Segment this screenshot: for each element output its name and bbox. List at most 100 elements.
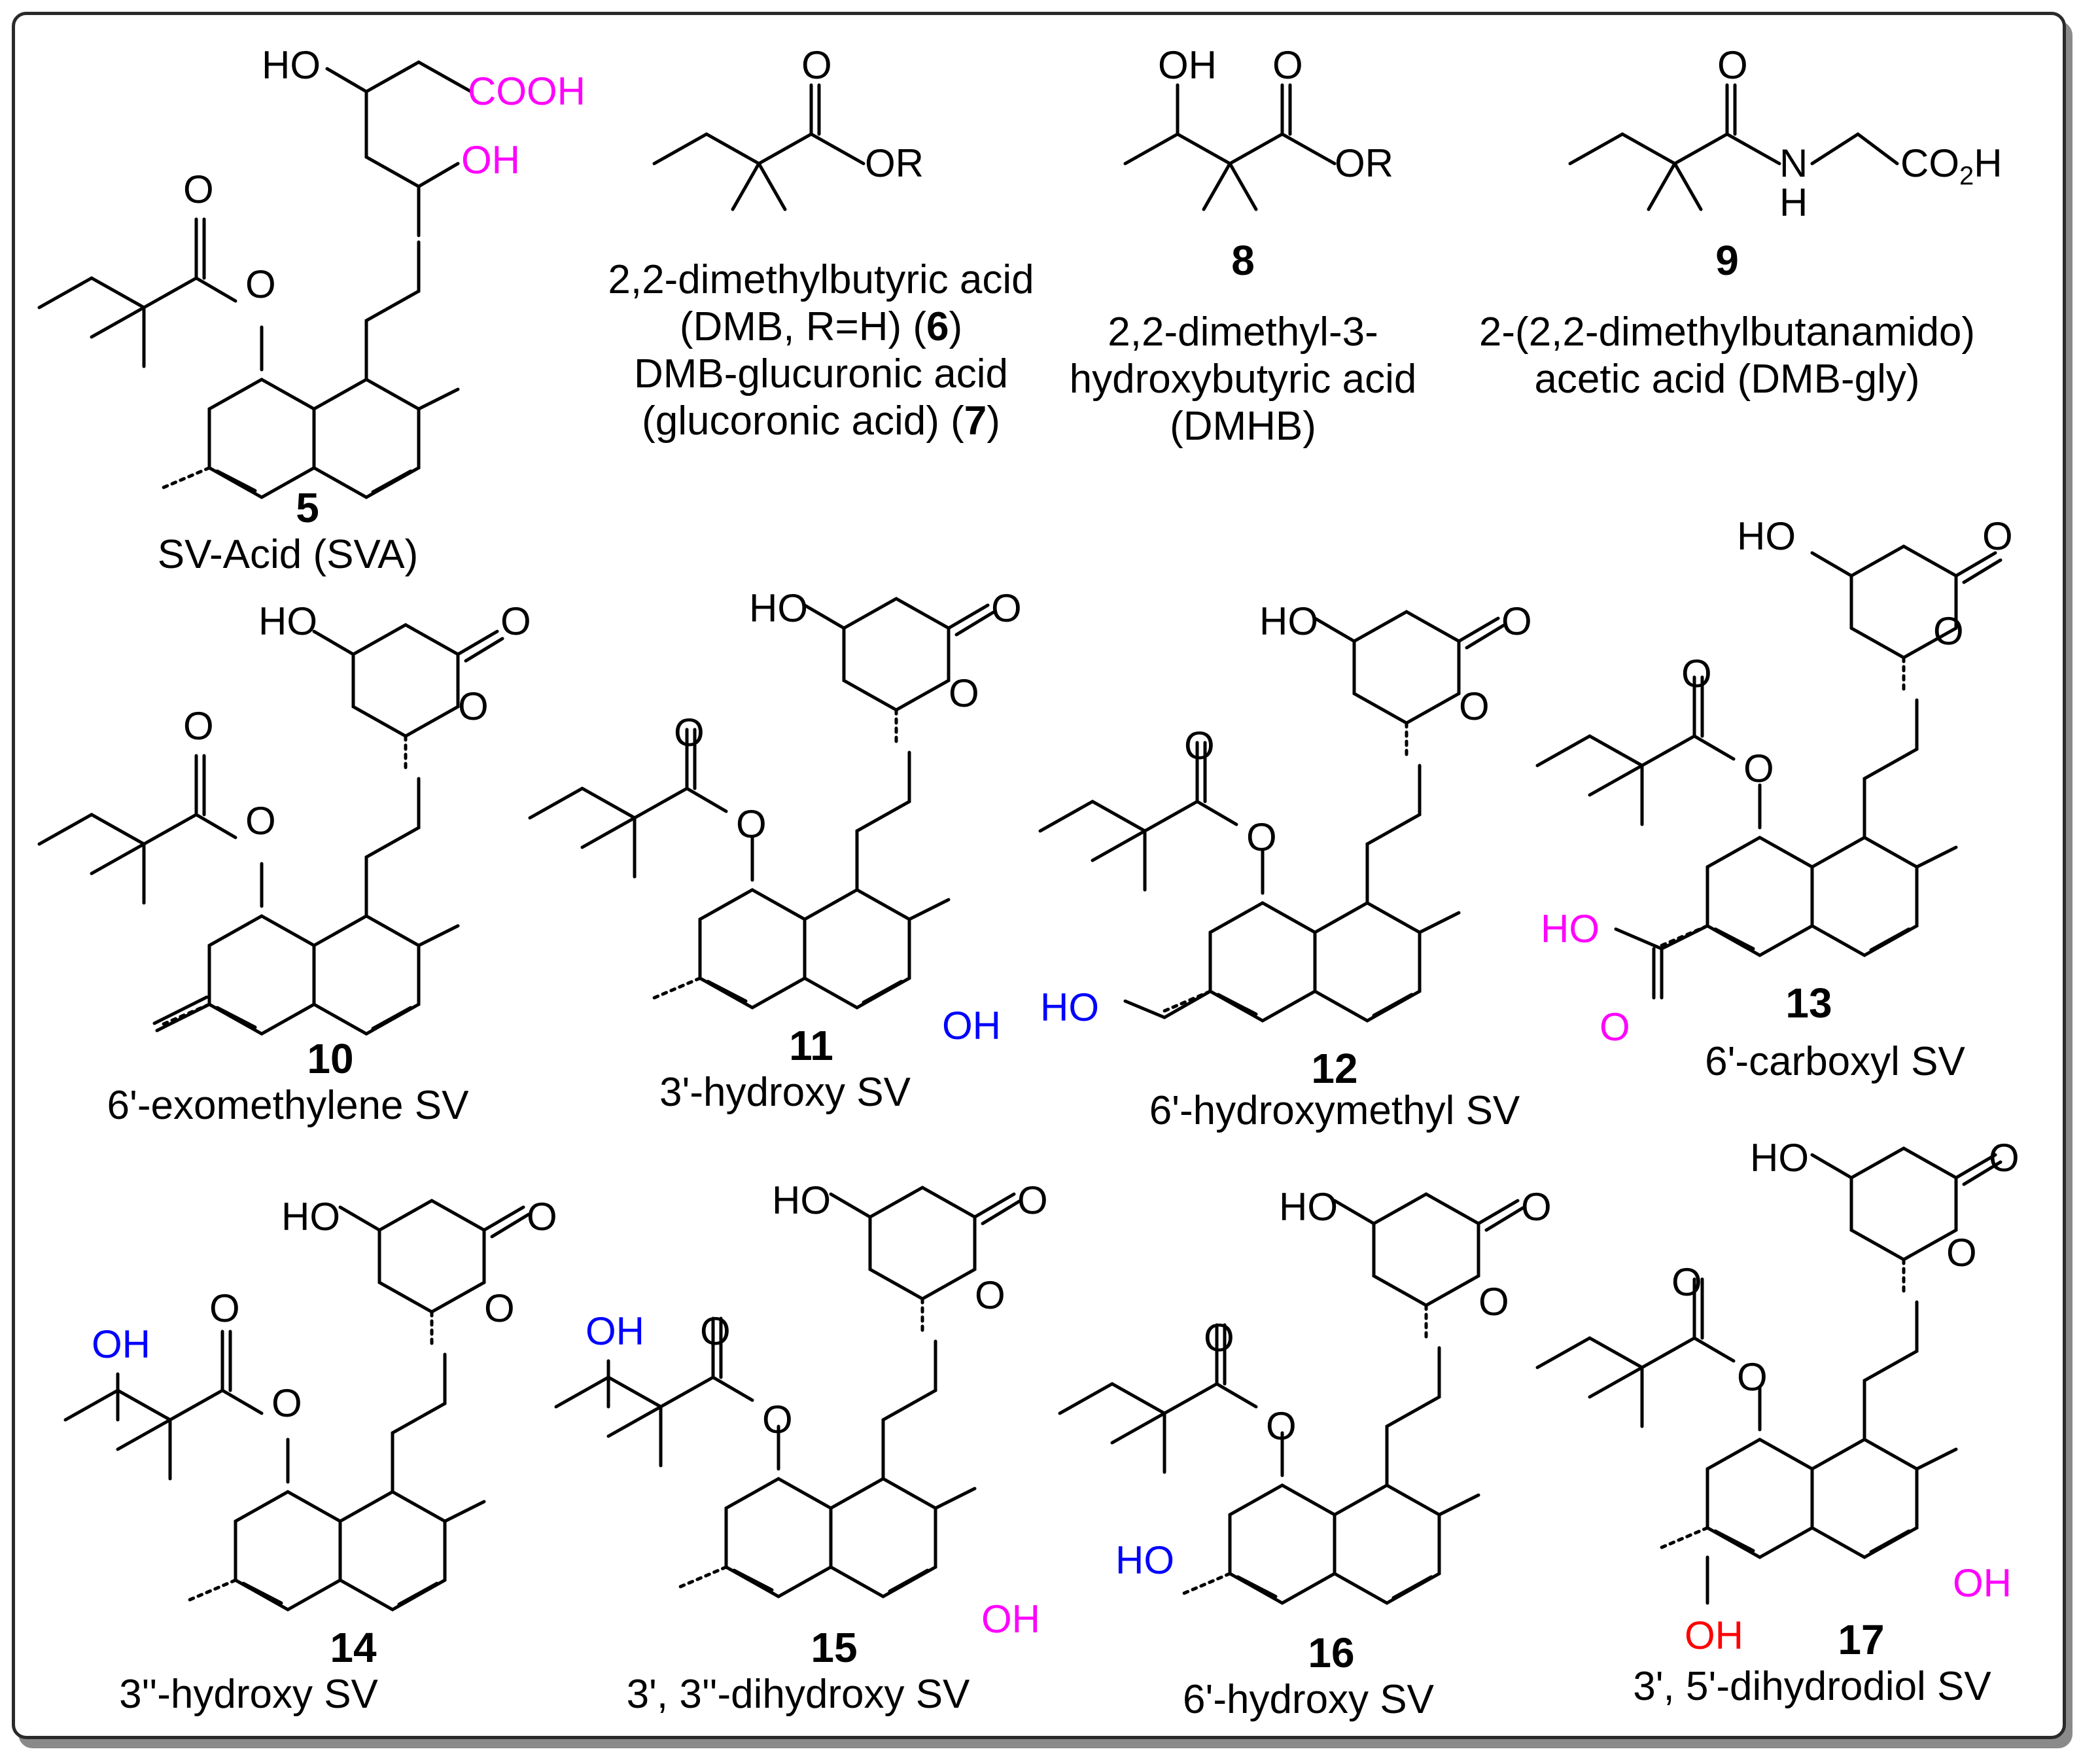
compound-15-structure bbox=[556, 1188, 1019, 1596]
atom-o: O bbox=[1204, 1316, 1234, 1360]
atom-or: OR bbox=[1335, 141, 1393, 185]
compound-17-structure bbox=[1537, 1148, 2001, 1605]
atom-ho: HO bbox=[1737, 514, 1796, 558]
atom-ho: HO bbox=[1115, 1538, 1174, 1582]
compound-9-structure bbox=[1568, 83, 1899, 211]
compound-caption: 6'-carboxyl SV bbox=[1705, 1039, 1965, 1084]
atom-o: O bbox=[183, 704, 214, 748]
atom-ho: HO bbox=[749, 586, 808, 630]
compound-number: 17 bbox=[1838, 1616, 1884, 1663]
compound-5-structure bbox=[39, 60, 473, 497]
atom-h: H bbox=[1974, 141, 2002, 185]
atom-o: O bbox=[1717, 43, 1748, 87]
atom-ho: HO bbox=[1750, 1136, 1809, 1180]
atom-o: O bbox=[484, 1286, 515, 1330]
atom-o: O bbox=[1501, 599, 1532, 643]
caption-part: ) bbox=[949, 304, 962, 349]
compound-caption: 3', 5'-dihydrodiol SV bbox=[1633, 1664, 1991, 1709]
caption-part: (DMB, R=H) ( bbox=[680, 304, 927, 349]
atom-ho: HO bbox=[1279, 1185, 1338, 1229]
compound-caption: 2,2-dimethyl-3- bbox=[1108, 309, 1378, 355]
atom-o: O bbox=[209, 1286, 240, 1330]
compound-caption: 6'-exomethylene SV bbox=[107, 1083, 470, 1128]
compound-caption: 3''-hydroxy SV bbox=[119, 1672, 378, 1717]
atom-o: O bbox=[1743, 747, 1774, 790]
atom-o: O bbox=[183, 168, 214, 211]
atom-o: O bbox=[1946, 1231, 1977, 1275]
compound-number: 16 bbox=[1308, 1629, 1354, 1676]
atom-co: CO bbox=[1900, 141, 1959, 185]
atom-o: O bbox=[801, 43, 832, 87]
atom-o: O bbox=[1478, 1280, 1509, 1324]
atom-or: OR bbox=[865, 141, 924, 185]
figure-panel bbox=[12, 12, 2066, 1739]
compound-number: 6 bbox=[926, 304, 949, 349]
atom-ho: HO bbox=[1259, 599, 1318, 643]
compound-number: 8 bbox=[1231, 237, 1255, 284]
atom-o: O bbox=[527, 1195, 557, 1239]
atom-o: O bbox=[674, 711, 705, 754]
compound-12-structure bbox=[1040, 612, 1503, 1021]
compound-caption: hydroxybutyric acid bbox=[1070, 357, 1417, 402]
compound-6-structure bbox=[652, 83, 866, 211]
atom-o: O bbox=[1017, 1178, 1048, 1222]
atom-ho: HO bbox=[1040, 985, 1099, 1029]
compound-number: 7 bbox=[964, 398, 987, 444]
atom-ho: HO bbox=[258, 599, 317, 643]
atom-ho: HO bbox=[281, 1195, 340, 1239]
atom-o: O bbox=[1600, 1005, 1630, 1049]
atom-o: O bbox=[1184, 724, 1215, 767]
atom-o: O bbox=[1737, 1355, 1768, 1399]
atom-ho: HO bbox=[1541, 907, 1600, 951]
caption-part: ) bbox=[987, 398, 1000, 444]
compound-14-structure bbox=[65, 1201, 529, 1610]
compound-caption: 6'-hydroxymethyl SV bbox=[1149, 1088, 1520, 1133]
atom-o: O bbox=[1521, 1185, 1552, 1229]
compound-13-structure bbox=[1537, 546, 2001, 1000]
compound-number: 10 bbox=[307, 1035, 353, 1082]
compound-caption: (DMHB) bbox=[1170, 404, 1316, 449]
atom-o: O bbox=[1272, 43, 1303, 87]
atom-n: N bbox=[1779, 141, 1808, 185]
atom-oh: OH bbox=[461, 138, 520, 182]
atom-o: O bbox=[458, 684, 489, 728]
atom-o: O bbox=[500, 599, 531, 643]
atom-oh: OH bbox=[92, 1322, 150, 1366]
atom-h: H bbox=[1779, 181, 1808, 224]
atom-cooh: COOH bbox=[468, 69, 586, 113]
compound-number: 11 bbox=[789, 1022, 833, 1069]
compound-caption: 3'-hydroxy SV bbox=[659, 1070, 911, 1115]
atom-o: O bbox=[271, 1381, 302, 1425]
atom-o: O bbox=[1989, 1136, 2020, 1180]
atom-o: O bbox=[1459, 684, 1490, 728]
compound-caption: acetic acid (DMB-gly) bbox=[1534, 357, 1919, 402]
atom-sub: 2 bbox=[1959, 162, 1974, 190]
atom-oh: OH bbox=[981, 1597, 1040, 1641]
atom-o: O bbox=[245, 262, 276, 306]
compound-caption: (DMB, R=H) (6) bbox=[680, 304, 962, 349]
atom-o: O bbox=[762, 1398, 793, 1441]
atom-ho: HO bbox=[772, 1178, 831, 1222]
compound-number: 15 bbox=[811, 1624, 857, 1671]
compound-caption: 2,2-dimethylbutyric acid bbox=[608, 257, 1034, 302]
atom-oh: OH bbox=[586, 1309, 644, 1353]
atom-o: O bbox=[1266, 1404, 1297, 1448]
atom-o: O bbox=[975, 1273, 1006, 1317]
compound-8-structure bbox=[1123, 83, 1337, 211]
atom-o: O bbox=[1933, 609, 1964, 653]
compound-caption: (glucoronic acid) (7) bbox=[642, 398, 1000, 444]
compound-10-structure bbox=[39, 625, 502, 1034]
atom-ho: HO bbox=[262, 43, 321, 87]
atom-co2h: CO2H bbox=[1900, 141, 2002, 190]
atom-o: O bbox=[1671, 1260, 1702, 1304]
compound-caption: SV-Acid (SVA) bbox=[158, 532, 419, 577]
atom-o: O bbox=[1982, 514, 2013, 558]
compound-number: 14 bbox=[330, 1624, 377, 1671]
compound-caption: 6'-hydroxy SV bbox=[1183, 1677, 1435, 1722]
atom-o: O bbox=[1681, 652, 1712, 696]
caption-part: (glucoronic acid) ( bbox=[642, 398, 964, 444]
compound-caption: 2-(2,2-dimethylbutanamido) bbox=[1479, 309, 1975, 355]
compound-caption: DMB-glucuronic acid bbox=[634, 351, 1008, 397]
atom-o: O bbox=[700, 1309, 731, 1353]
